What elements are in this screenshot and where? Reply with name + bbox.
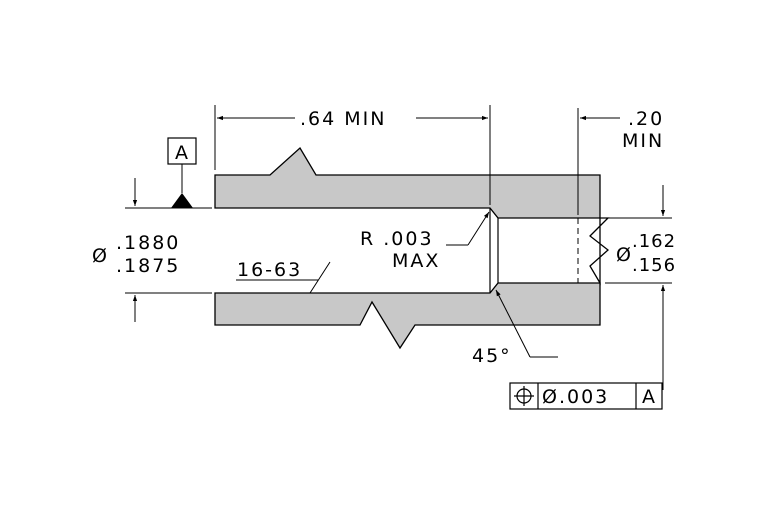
feature-control-frame: Ø.003 A <box>509 382 663 410</box>
fcf-tolerance: Ø.003 <box>542 386 609 408</box>
hole-dia-min: .156 <box>632 255 676 276</box>
radius-leader <box>467 211 490 246</box>
chamfer-line-top <box>489 207 499 219</box>
length-min-label: .64 MIN <box>300 108 386 130</box>
depth-bottom-label: MIN <box>622 130 664 152</box>
bore-dia-max: .1880 <box>116 232 180 254</box>
chamfer-line-bottom <box>489 282 499 294</box>
depth-top-label: .20 <box>628 108 664 130</box>
part-top-wall <box>214 146 601 219</box>
hole-dia-max: .162 <box>632 231 676 252</box>
hole-dia-symbol: Ø <box>616 244 633 266</box>
position-icon <box>514 386 534 406</box>
radius-max-label: MAX <box>392 250 440 272</box>
radius-label: R .003 <box>360 228 434 250</box>
chamfer-leader <box>495 289 531 358</box>
bore-dia-min: .1875 <box>116 255 180 277</box>
chamfer-label: 45° <box>472 345 512 367</box>
part-bottom-wall <box>214 282 601 350</box>
finish-label: 16-63 <box>237 259 302 281</box>
break-line <box>589 217 610 286</box>
bore-dia-symbol: Ø <box>92 245 109 267</box>
finish-leader <box>309 261 331 294</box>
fcf-datum-ref: A <box>642 386 657 408</box>
datum-triangle <box>171 193 193 208</box>
datum-box <box>167 137 197 165</box>
datum-label: A <box>175 142 190 164</box>
